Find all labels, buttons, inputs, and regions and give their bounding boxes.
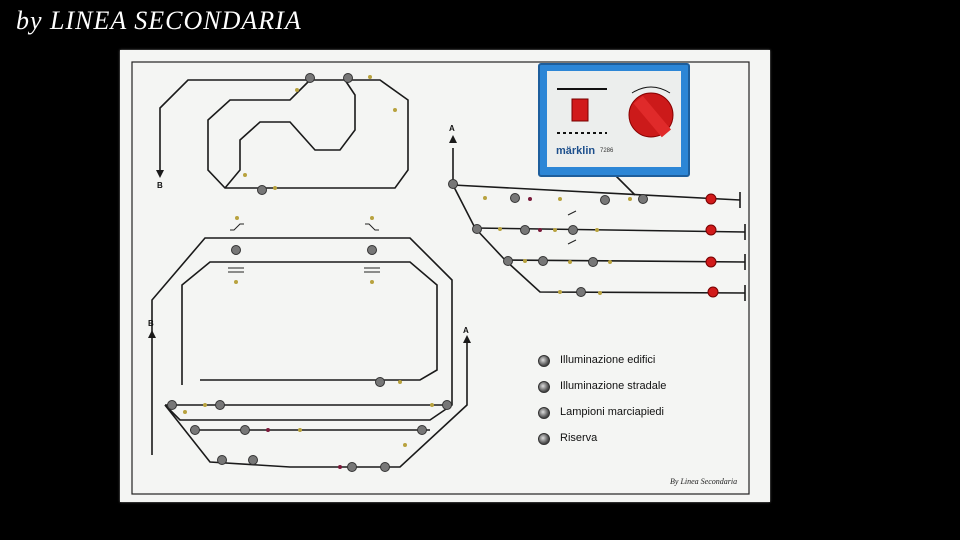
direction-arrows [148, 135, 471, 343]
arrow-b-bottom [148, 330, 156, 338]
legend-switch-1[interactable] [538, 355, 550, 367]
toggle-switches [167, 73, 648, 472]
controller-face [547, 71, 681, 167]
board-frame [131, 61, 750, 495]
marklin-controller: märklin 7286 [538, 63, 690, 177]
legend-switch-2[interactable] [538, 381, 550, 393]
label-b-top: B [157, 181, 163, 190]
brand-label: märklin [556, 145, 596, 157]
signal-lights [705, 193, 719, 298]
label-b-bottom: B [148, 319, 154, 328]
legend-label-edifici: Illuminazione edifici [560, 354, 656, 366]
controller-toggle-switch [571, 98, 589, 122]
legend-switch-3[interactable] [538, 407, 550, 419]
track-lines [151, 79, 746, 468]
legend-label-marciapiedi: Lampioni marciapiedi [560, 406, 664, 418]
arrow-a-top [449, 135, 457, 143]
legend-label-stradale: Illuminazione stradale [560, 380, 667, 392]
credit-text: By Linea Secondaria [670, 477, 738, 486]
indicator-dots [183, 75, 632, 447]
indicator-dots-red [266, 197, 542, 469]
legend-switch-4[interactable] [538, 433, 550, 445]
watermark-text: by LINEA SECONDARIA [16, 6, 302, 35]
label-a-bottom: A [463, 326, 469, 335]
legend-label-riserva: Riserva [560, 432, 598, 444]
label-a-top: A [449, 124, 455, 133]
arrow-b-top [156, 170, 164, 178]
controller-graphics [557, 86, 674, 138]
switch-symbols [228, 210, 577, 273]
arrow-a-bottom [463, 335, 471, 343]
model-label: 7286 [600, 148, 614, 154]
